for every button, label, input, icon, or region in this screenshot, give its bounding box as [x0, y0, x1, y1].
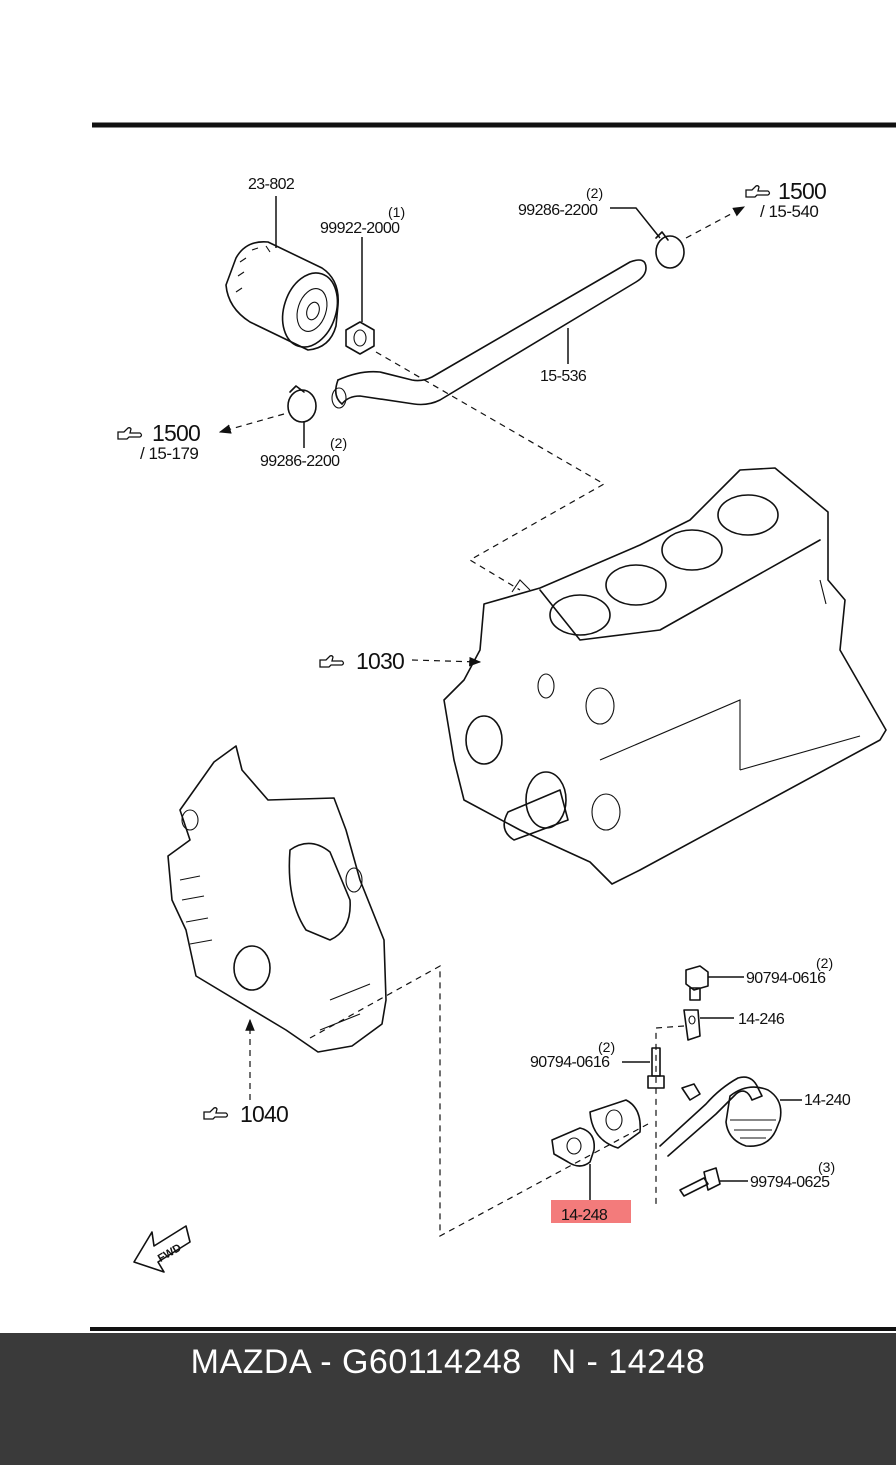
bolt-mid-part-number: 90794-0616: [530, 1054, 610, 1071]
ref-front-cover[interactable]: 1040: [240, 1101, 289, 1127]
fwd-label: FWD: [156, 1242, 184, 1265]
lower-clamp-drawing: [287, 385, 317, 423]
hand-pointer-icon: [117, 427, 143, 440]
lower-clamp-part-number: 99286-2200: [260, 453, 340, 470]
oil-strainer-drawing: [589, 1076, 782, 1157]
nut-quantity: (1): [388, 204, 405, 220]
forward-arrow-icon: FWD: [133, 1225, 191, 1273]
engine-block-drawing: [443, 467, 887, 885]
bolt-mid-quantity: (2): [598, 1039, 615, 1055]
parts-diagram: 23-802 (1) 99922-2000 15-536 (2) 99286-2…: [90, 122, 896, 1331]
ref-left[interactable]: 1500: [152, 420, 201, 446]
bolt-top-part-number: 90794-0616: [746, 970, 826, 987]
oil-hose-drawing: [331, 259, 647, 409]
hand-pointer-icon: [745, 185, 771, 198]
nut-part-number: 99922-2000: [320, 220, 400, 237]
bolt-mid-drawing: [647, 1047, 665, 1089]
upper-clamp-quantity: (2): [586, 185, 603, 201]
ref-upper-right[interactable]: 1500: [778, 178, 827, 204]
strainer-part-number: 14-240: [804, 1092, 851, 1109]
bolt-top-quantity: (2): [816, 955, 833, 971]
ref-upper-right-sub[interactable]: / 15-540: [760, 202, 819, 221]
gasket-highlight: [551, 1200, 631, 1223]
ref-left-sub[interactable]: / 15-179: [140, 444, 199, 463]
gasket-part-number[interactable]: 14-248: [561, 1207, 609, 1224]
hose-part-number: 15-536: [540, 368, 587, 385]
footer-part-number: MAZDA - G60114248 N - 14248: [190, 1343, 706, 1381]
bracket-part-number: 14-246: [738, 1011, 785, 1028]
bolt-low-drawing: [679, 1167, 721, 1197]
bracket-drawing: [683, 1009, 701, 1041]
oil-filter-part-number: 23-802: [248, 176, 295, 193]
gasket-drawing: [551, 1127, 596, 1167]
bolt-low-quantity: (3): [818, 1159, 835, 1175]
front-cover-drawing: [167, 745, 387, 1053]
ref-engine-block[interactable]: 1030: [356, 648, 405, 674]
hand-pointer-icon: [319, 655, 345, 668]
hand-pointer-icon: [203, 1107, 229, 1120]
nut-drawing: [345, 321, 375, 355]
bolt-top-drawing: [685, 965, 709, 1001]
oil-filter-drawing: [225, 241, 339, 351]
upper-clamp-part-number: 99286-2200: [518, 202, 598, 219]
bolt-low-part-number: 99794-0625: [750, 1174, 830, 1191]
footer-bar: MAZDA - G60114248 N - 14248: [0, 1333, 896, 1465]
lower-clamp-quantity: (2): [330, 435, 347, 451]
